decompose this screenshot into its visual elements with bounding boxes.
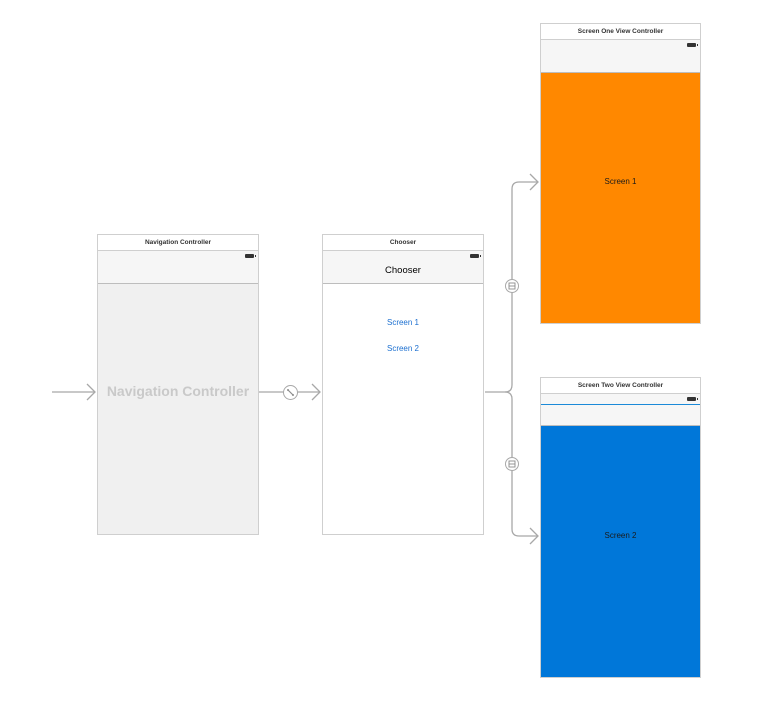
screen-two-content: Screen 2 [541,426,700,677]
screen-2-button[interactable]: Screen 2 [386,344,420,353]
screen-one-content: Screen 1 [541,73,700,323]
navigation-bar: Chooser [323,251,483,284]
screen-one-scene[interactable]: Screen One View Controller Screen 1 [540,23,701,324]
scene-title[interactable]: Screen Two View Controller [541,378,700,394]
chooser-scene[interactable]: Chooser Chooser Screen 1 Screen 2 [322,234,484,535]
nav-bar-placeholder [541,405,700,426]
battery-icon [687,43,698,47]
navigation-bar [541,394,700,405]
navigation-bar [98,251,258,284]
scene-title[interactable]: Navigation Controller [98,235,258,251]
screen-two-scene[interactable]: Screen Two View Controller Screen 2 [540,377,701,678]
battery-icon [470,254,481,258]
navigation-controller-scene[interactable]: Navigation Controller Navigation Control… [97,234,259,535]
navigation-bar [541,40,700,73]
screen-2-label: Screen 2 [604,531,637,540]
battery-icon [687,397,698,401]
show-segue-icon[interactable] [505,457,519,471]
screen-1-button[interactable]: Screen 1 [386,318,420,327]
screen-1-label: Screen 1 [604,177,637,186]
scene-title[interactable]: Screen One View Controller [541,24,700,40]
nav-bar-title: Chooser [385,265,421,276]
battery-icon [245,254,256,258]
scene-placeholder-label: Navigation Controller [106,383,250,399]
scene-title[interactable]: Chooser [323,235,483,251]
show-segue-icon[interactable] [505,279,519,293]
entry-arrow-icon[interactable] [52,383,96,401]
root-relationship-segue-icon[interactable] [283,385,298,400]
